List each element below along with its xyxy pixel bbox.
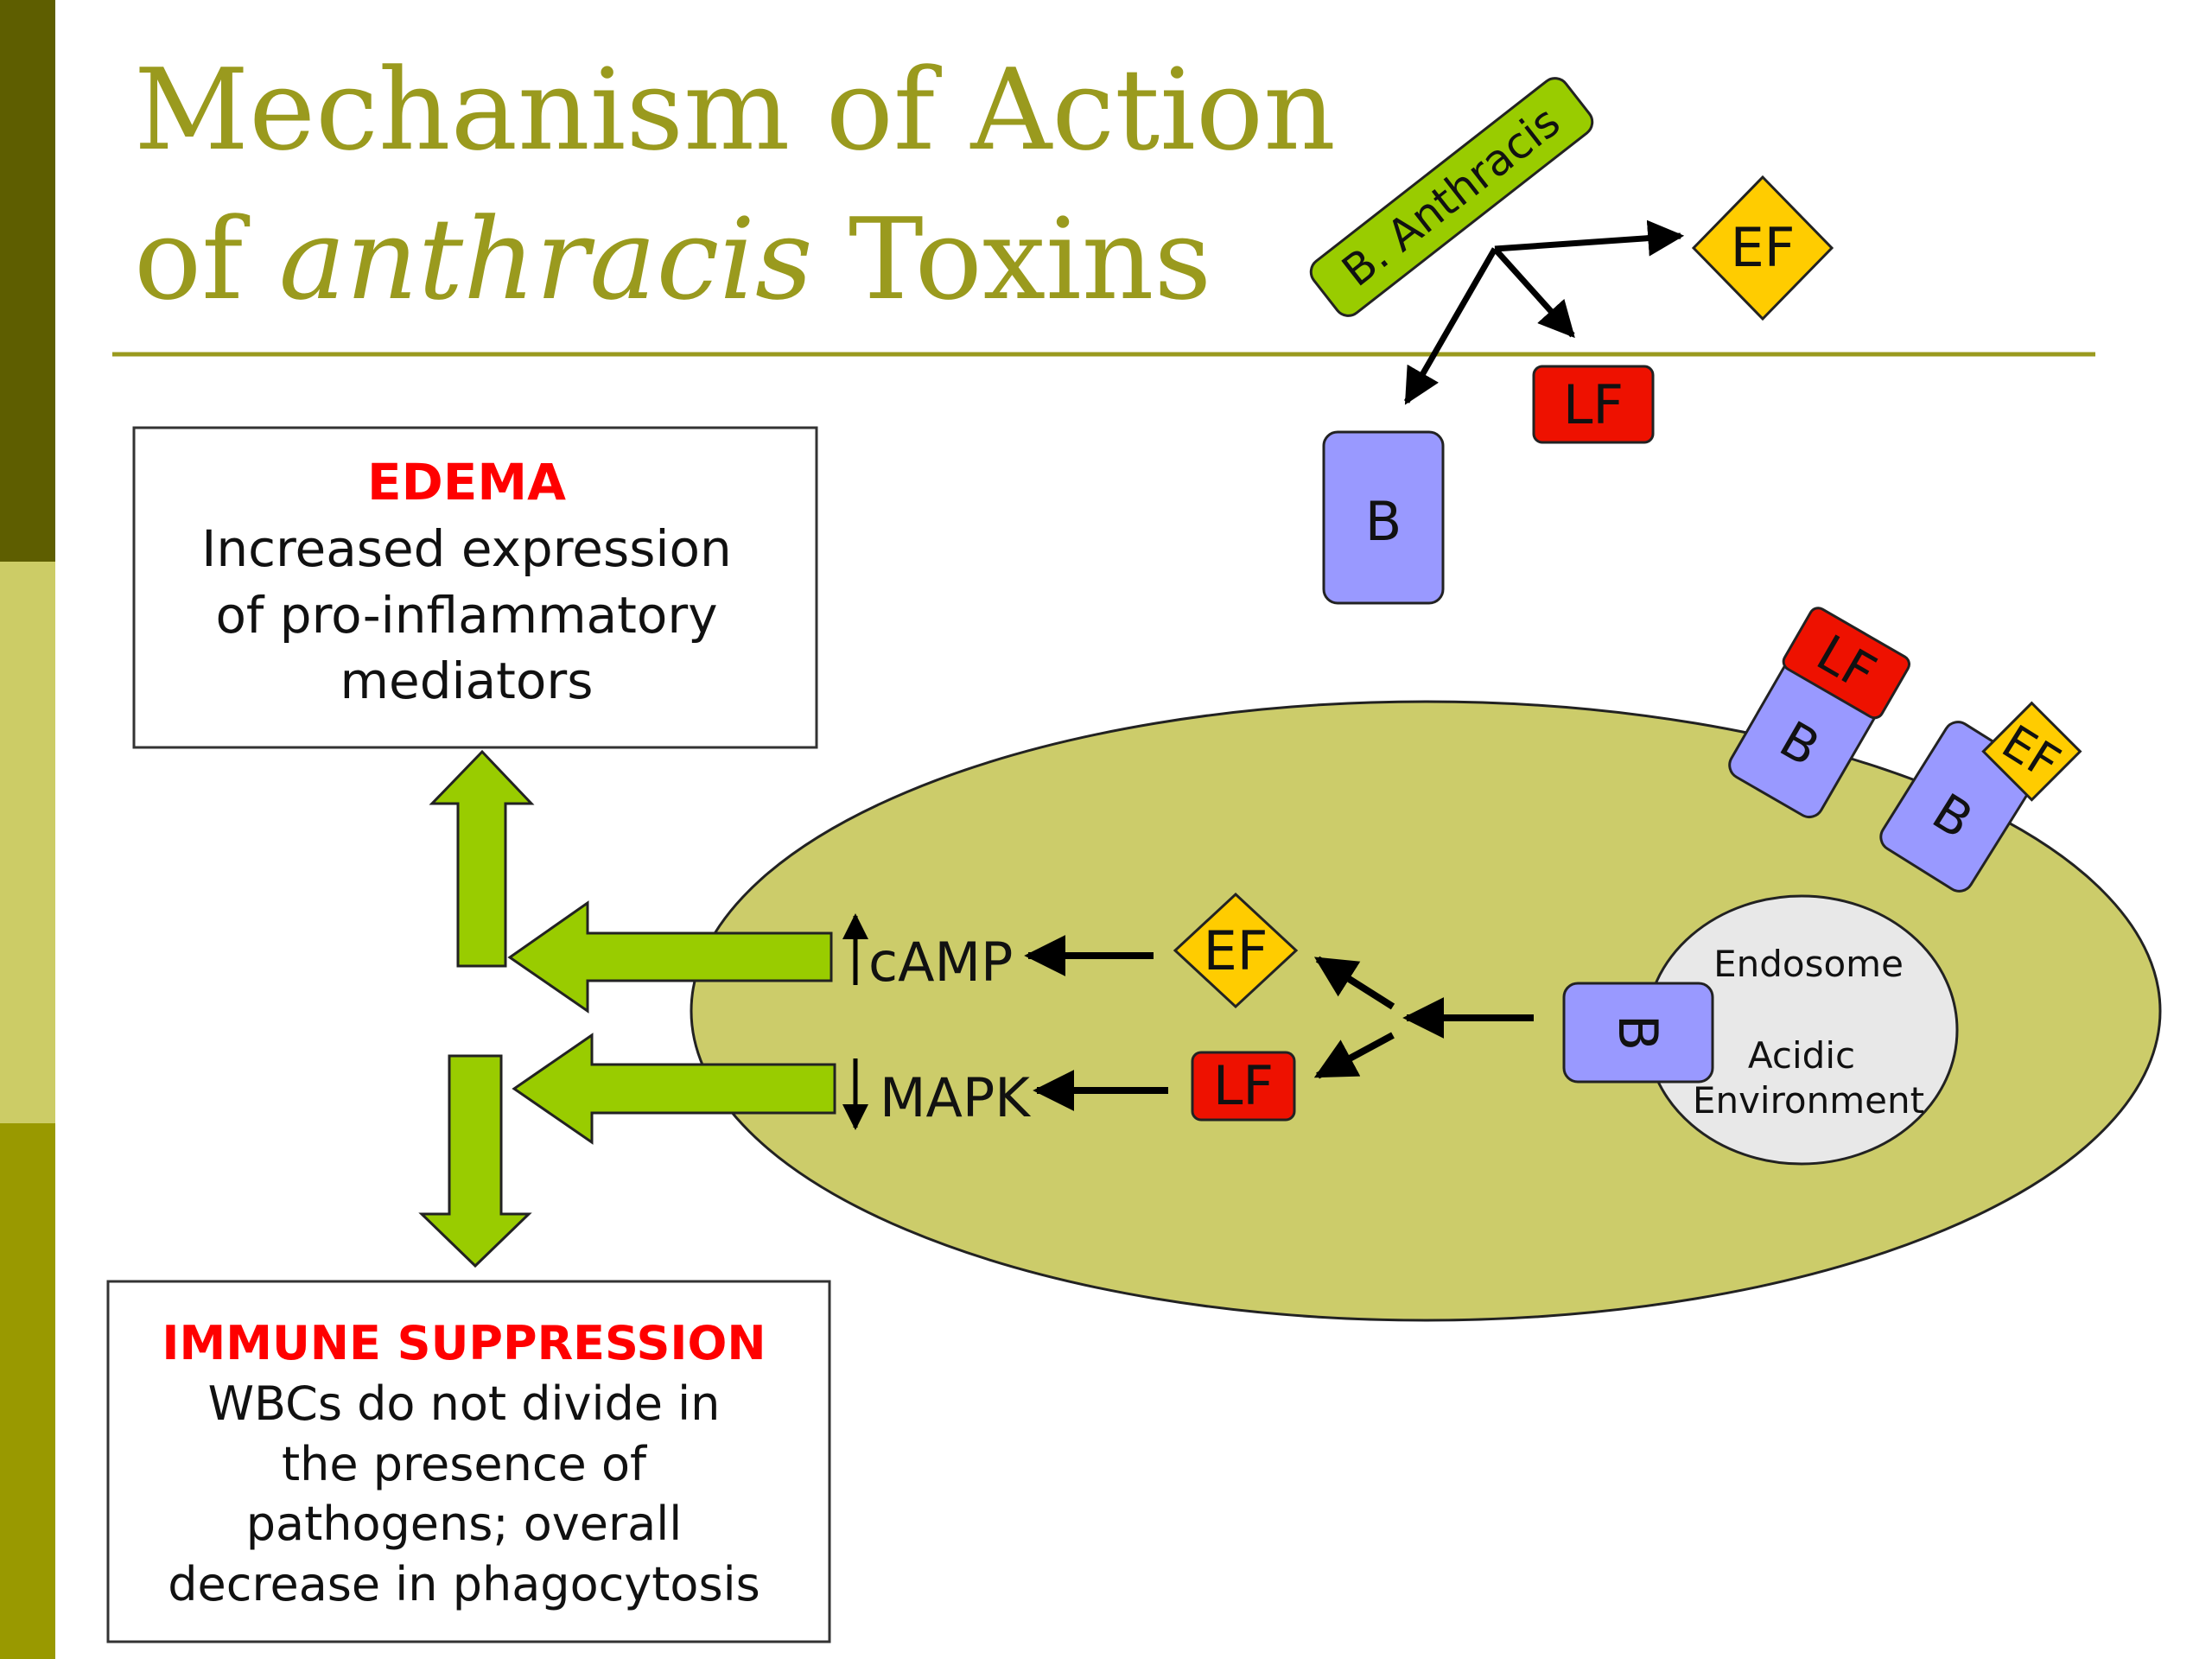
- b-endosome-box: B: [1562, 982, 1714, 1084]
- release-arrow-lf: [1492, 246, 1575, 339]
- bacterium-label: B. Anthracis: [1333, 96, 1570, 296]
- arrow-split-to-lf: [1313, 1032, 1395, 1079]
- edema-box: [132, 426, 818, 749]
- immune-text-line-1: WBCs do not divide in: [208, 1376, 721, 1431]
- svg-text:LF: LF: [1563, 373, 1624, 436]
- immune-text-line-3: pathogens; overall: [246, 1497, 683, 1551]
- left-bar-middle: [0, 562, 55, 1123]
- svg-text:EF: EF: [1204, 919, 1268, 982]
- endosome-acidic-label: Acidic: [1748, 1034, 1855, 1077]
- green-arrow-mapk-left: [512, 1033, 836, 1145]
- immune-box: [106, 1280, 831, 1643]
- endosome-environment-label: Environment: [1693, 1079, 1924, 1122]
- b-ef-membrane-complex: EF B: [1879, 701, 2082, 893]
- ef-cell-diamond: EF: [1173, 892, 1299, 1009]
- endosome-label: Endosome: [1713, 943, 1904, 985]
- lf-cell-box: LF: [1191, 1051, 1296, 1122]
- immune-text-line-4: decrease in phagocytosis: [168, 1557, 760, 1611]
- ef-free-diamond: EF: [1691, 175, 1834, 321]
- edema-heading: EDEMA: [367, 453, 566, 512]
- release-arrow-ef: [1494, 219, 1685, 257]
- title-line-2: of anthracis Toxins: [134, 194, 1211, 325]
- green-arrow-up-edema: [429, 749, 535, 968]
- camp-label: cAMP: [868, 931, 1013, 994]
- edema-text-line-2: of pro-inflammatory: [215, 586, 717, 645]
- bacterium-shape: B. Anthracis: [1309, 77, 1594, 317]
- lf-free-box: LF: [1532, 365, 1655, 444]
- green-arrow-down-immune: [418, 1054, 532, 1268]
- arrow-split-to-ef: [1313, 956, 1395, 1010]
- left-bar-top: [0, 0, 55, 562]
- svg-text:LF: LF: [1213, 1054, 1274, 1117]
- b-free-box: B: [1322, 430, 1445, 605]
- immune-text-line-2: the presence of: [282, 1437, 648, 1491]
- edema-text-line-3: mediators: [340, 652, 594, 710]
- mapk-label: MAPK: [880, 1066, 1031, 1129]
- edema-text-line-1: Increased expression: [201, 519, 732, 578]
- release-arrow-b: [1403, 247, 1498, 405]
- green-arrow-camp-left: [507, 900, 833, 1014]
- svg-text:B: B: [1365, 490, 1402, 553]
- b-lf-membrane-complex: LF B: [1728, 607, 1910, 819]
- immune-heading: IMMUNE SUPPRESSION: [162, 1316, 766, 1370]
- svg-text:B: B: [1606, 1014, 1669, 1052]
- svg-text:EF: EF: [1731, 216, 1796, 279]
- title-line-1: Mechanism of Action: [134, 44, 1336, 175]
- left-bar-bottom: [0, 1123, 55, 1659]
